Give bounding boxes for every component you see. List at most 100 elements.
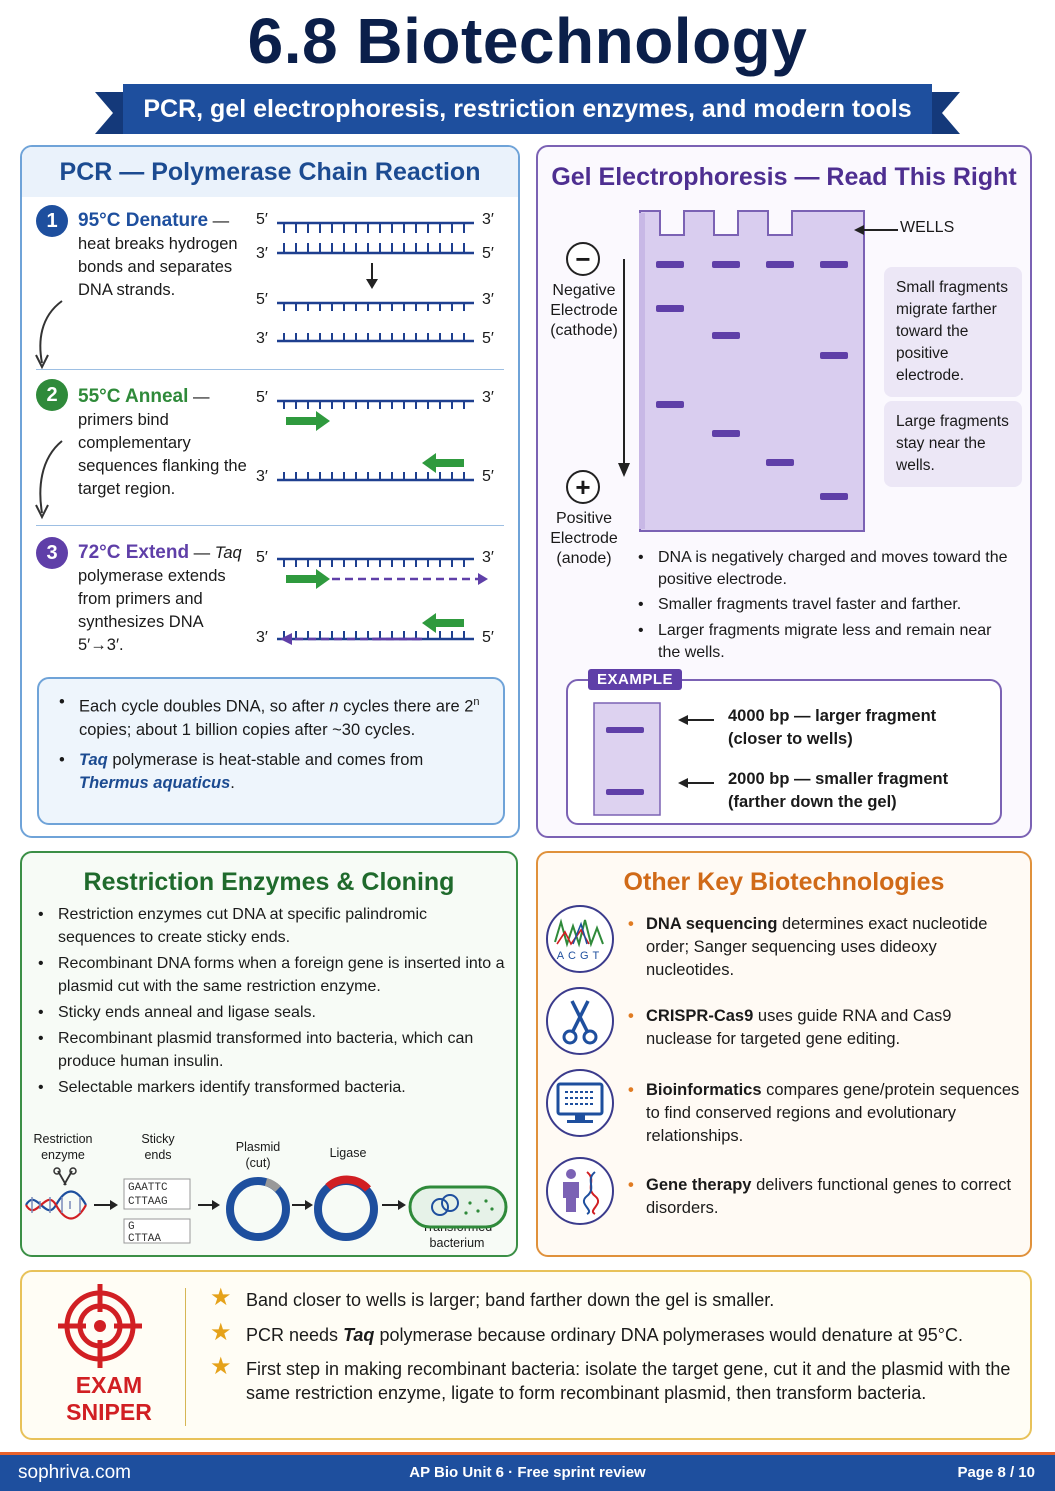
gene-therapy-text: Gene therapy delivers functional genes t…: [628, 1174, 1020, 1220]
anneal-primers-diagram: [277, 399, 474, 482]
exam-tip-2: ★ PCR needs Taq polymerase because ordin…: [210, 1319, 963, 1346]
example-tag: EXAMPLE: [588, 669, 683, 690]
strand-label-5prime: 5′: [482, 629, 494, 646]
step-3-heading: 72°C Extend: [78, 542, 190, 563]
negative-electrode-label: Negative Electrode (cathode): [550, 282, 618, 339]
seq2-bottom: CTTAA: [128, 1233, 161, 1245]
example-box: EXAMPLE 4000 bp — larger fragment (close…: [566, 669, 1002, 825]
enzyme-label: Restriction enzyme: [33, 1132, 93, 1162]
positive-electrode-label: Positive Electrode (anode): [550, 510, 618, 567]
step-2-badge: 2: [36, 379, 68, 411]
dna-sequencing-text: DNA sequencing determines exact nucleoti…: [628, 913, 1020, 982]
step-2-text: 55°C Anneal — primers bind complementary…: [78, 386, 247, 498]
large-fragments-note: Large fragments stay near the wells.: [884, 401, 1022, 487]
example-arrow-1: [678, 715, 714, 725]
example-gel-lane: [593, 702, 661, 816]
strand-label-3prime: 3′: [482, 211, 494, 228]
bioinformatics-computer-icon: [546, 1069, 614, 1137]
target-crosshair-icon: [58, 1284, 142, 1368]
wells-label: WELLS: [900, 219, 955, 236]
list-item: Restriction enzymes cut DNA at specific …: [36, 903, 506, 949]
example-arrow-2: [678, 778, 714, 788]
step-2-heading: 55°C Anneal: [78, 386, 189, 407]
extend-synthesis-diagram: [277, 557, 488, 645]
banner-ribbon-right: [930, 92, 960, 134]
other-biotech-panel: Other Key Biotechnologies ACGT DNA seque…: [536, 851, 1032, 1257]
cloning-flow-diagram: GAATTC CTTAAG G CTTAA: [25, 1167, 508, 1245]
example-4000bp: 4000 bp — larger fragment (closer to wel…: [728, 707, 937, 748]
flow-arrow-icon: [382, 1200, 406, 1210]
step-divider: [36, 369, 504, 370]
seq2-top: G: [128, 1221, 135, 1233]
page-title: 6.8 Biotechnology: [247, 5, 808, 77]
gel-bullet: Larger fragments migrate less and remain…: [638, 620, 1008, 664]
restriction-heading: Restriction Enzymes & Cloning: [83, 867, 455, 896]
gel-bullet: DNA is negatively charged and moves towa…: [638, 547, 1008, 591]
gene-therapy-icon: [546, 1157, 614, 1225]
strand-label-5prime: 5′: [482, 468, 494, 485]
star-icon: ★: [210, 1319, 232, 1346]
step-1-badge: 1: [36, 205, 68, 237]
subtitle-banner: PCR, gel electrophoresis, restriction en…: [95, 84, 960, 134]
denature-strands-diagram: [277, 221, 474, 343]
recombinant-plasmid-icon: [314, 1175, 378, 1241]
flow-arrow-icon: [94, 1200, 118, 1210]
strand-label-3prime: 3′: [482, 291, 494, 308]
plasmid-label: Plasmid (cut): [235, 1140, 281, 1170]
scissors-icon: [53, 1167, 77, 1186]
banner-ribbon-left: [95, 92, 125, 134]
gel-heading: Gel Electrophoresis — Read This Right: [551, 162, 1017, 191]
other-heading: Other Key Biotechnologies: [623, 867, 945, 896]
list-item: Recombinant DNA forms when a foreign gen…: [36, 952, 506, 998]
exam-tip-3: ★ First step in making recombinant bacte…: [210, 1353, 1011, 1404]
small-fragments-note: Small fragments migrate farther toward t…: [884, 267, 1022, 397]
step-3-desc: polymerase extends from primers and synt…: [78, 567, 226, 654]
footer-course: AP Bio Unit 6 · Free sprint review: [409, 1464, 646, 1481]
exam-divider: [185, 1288, 186, 1426]
ligase-label: Ligase: [329, 1146, 367, 1160]
strand-label-3prime: 3′: [256, 245, 268, 262]
strand-label-3prime: 3′: [256, 330, 268, 347]
dna-helix-icon: [25, 1190, 87, 1220]
strand-label-3prime: 3′: [482, 389, 494, 406]
gel-panel: Gel Electrophoresis — Read This Right − …: [536, 145, 1032, 838]
step-3-text: 72°C Extend — Taq polymerase extends fro…: [78, 542, 242, 654]
step-1-heading: 95°C Denature: [78, 210, 209, 231]
bioinformatics-text: Bioinformatics compares gene/protein seq…: [628, 1079, 1020, 1148]
page-number: Page 8 / 10: [957, 1464, 1035, 1481]
positive-electrode-icon: +: [566, 470, 600, 504]
cycle-arrow-1: [35, 300, 63, 370]
seq-top: GAATTC: [128, 1182, 168, 1194]
plasmid-cut-icon: [226, 1177, 290, 1241]
strand-label-3prime: 3′: [256, 629, 268, 646]
restriction-panel: Restriction Enzymes & Cloning Restrictio…: [20, 851, 518, 1257]
pcr-heading: PCR — Polymerase Chain Reaction: [22, 147, 518, 197]
flow-arrow-icon: [198, 1200, 220, 1210]
step-3-badge: 3: [36, 537, 68, 569]
step-1-text: 95°C Denature — heat breaks hydrogen bon…: [78, 210, 238, 299]
migration-arrow: [618, 259, 630, 477]
gel-bullet: Smaller fragments travel faster and fart…: [638, 594, 1008, 616]
footer-site-link[interactable]: sophriva.com: [18, 1462, 131, 1483]
step-divider: [36, 525, 504, 526]
step-1-desc: heat breaks hydrogen bonds and separates…: [78, 235, 238, 299]
footer: sophriva.com AP Bio Unit 6 · Free sprint…: [0, 1452, 1055, 1491]
wells-arrow: [854, 225, 898, 235]
strand-label-5prime: 5′: [482, 330, 494, 347]
cycle-arrow-2: [35, 440, 63, 520]
list-item: Selectable markers identify transformed …: [36, 1076, 506, 1099]
restriction-list: Restriction enzymes cut DNA at specific …: [36, 903, 506, 1102]
bacterium-icon: [408, 1185, 508, 1229]
crispr-text: CRISPR-Cas9 uses guide RNA and Cas9 nucl…: [628, 1005, 1020, 1051]
star-icon: ★: [210, 1353, 232, 1380]
dna-sequencing-icon: ACGT: [546, 905, 614, 973]
star-icon: ★: [210, 1284, 232, 1311]
taq-italic: Taq: [214, 544, 242, 562]
strand-label-5prime: 5′: [256, 549, 268, 566]
acgt-label: ACGT: [557, 950, 604, 962]
seq-bottom: CTTAAG: [128, 1196, 168, 1208]
subtitle: PCR, gel electrophoresis, restriction en…: [123, 84, 932, 134]
step-2-desc: primers bind complementary sequences fla…: [78, 411, 247, 498]
example-2000bp: 2000 bp — smaller fragment (farther down…: [728, 770, 949, 811]
list-item: Recombinant plasmid transformed into bac…: [36, 1027, 506, 1073]
